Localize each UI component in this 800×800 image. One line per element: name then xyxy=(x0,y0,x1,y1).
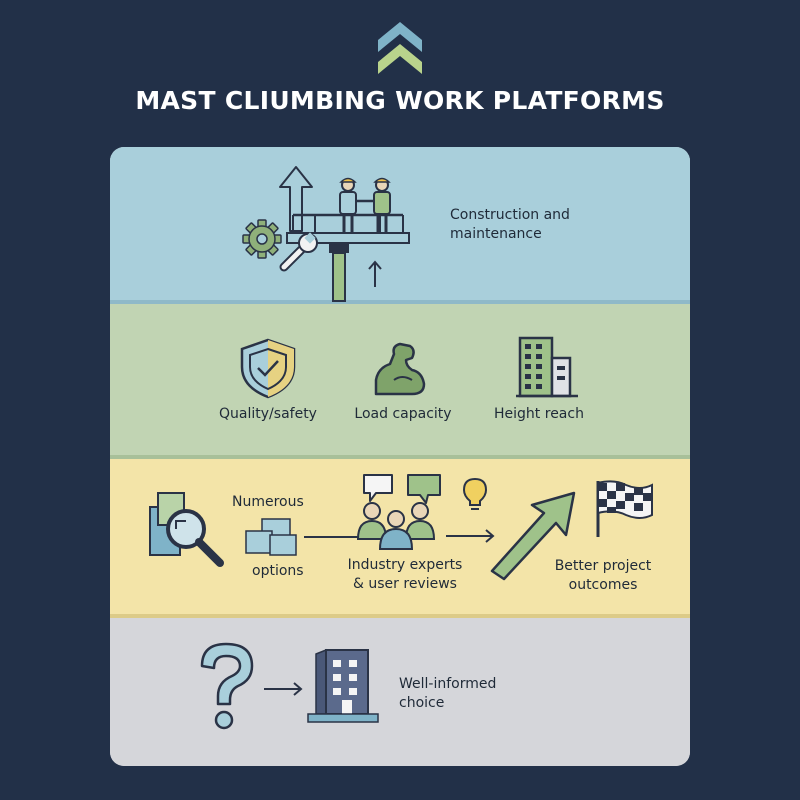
arrow-right-icon xyxy=(264,682,303,696)
shield-check-icon xyxy=(240,338,296,399)
trend-arrow-icon xyxy=(490,491,576,581)
lightbulb-icon xyxy=(462,477,488,510)
experts-label: Industry experts & user reviews xyxy=(330,556,480,594)
construction-label-line1: Construction and xyxy=(450,207,570,223)
height-reach-label: Height reach xyxy=(494,406,584,422)
experts-label-line1: Industry experts xyxy=(347,557,463,573)
platform-icon xyxy=(286,213,410,302)
choice-label-line1: Well-informed xyxy=(399,676,497,692)
people-icon xyxy=(356,502,436,550)
choice-label-line2: choice xyxy=(399,695,445,711)
band-features xyxy=(110,304,690,459)
band-research xyxy=(110,459,690,618)
band-construction: Construction and maintenance xyxy=(110,147,690,304)
numerous-label: Numerous xyxy=(232,494,304,510)
outcomes-label: Better project outcomes xyxy=(528,557,678,595)
building-icon xyxy=(516,336,578,398)
blocks-icon xyxy=(245,518,297,556)
construction-label-line2: maintenance xyxy=(450,226,542,242)
magnifier-icon xyxy=(149,492,224,567)
choice-label: Well-informed choice xyxy=(399,675,599,713)
outcomes-label-line1: Better project xyxy=(554,558,652,574)
speech-bubble-icon xyxy=(363,474,441,504)
page-title: MAST CLIUMBING WORK PLATFORMS xyxy=(135,86,665,115)
up-arrow-icon xyxy=(279,166,313,232)
chevron-logo-icon xyxy=(378,22,422,74)
gear-icon xyxy=(242,219,282,259)
building-icon xyxy=(307,648,379,723)
wrench-icon xyxy=(279,232,318,272)
connector-line xyxy=(304,536,360,538)
checkered-flag-icon xyxy=(596,480,653,537)
load-capacity-label: Load capacity xyxy=(354,406,452,422)
arrow-right-icon xyxy=(446,529,495,543)
outcomes-label-line2: outcomes xyxy=(568,577,638,593)
info-card: Construction and maintenance xyxy=(110,147,690,766)
band-choice xyxy=(110,618,690,766)
experts-label-line2: & user reviews xyxy=(353,576,457,592)
workers-icon xyxy=(339,177,391,233)
question-mark-icon xyxy=(200,642,254,730)
quality-safety-label: Quality/safety xyxy=(219,406,317,422)
options-label: options xyxy=(252,563,304,579)
flexed-arm-icon xyxy=(374,342,426,396)
